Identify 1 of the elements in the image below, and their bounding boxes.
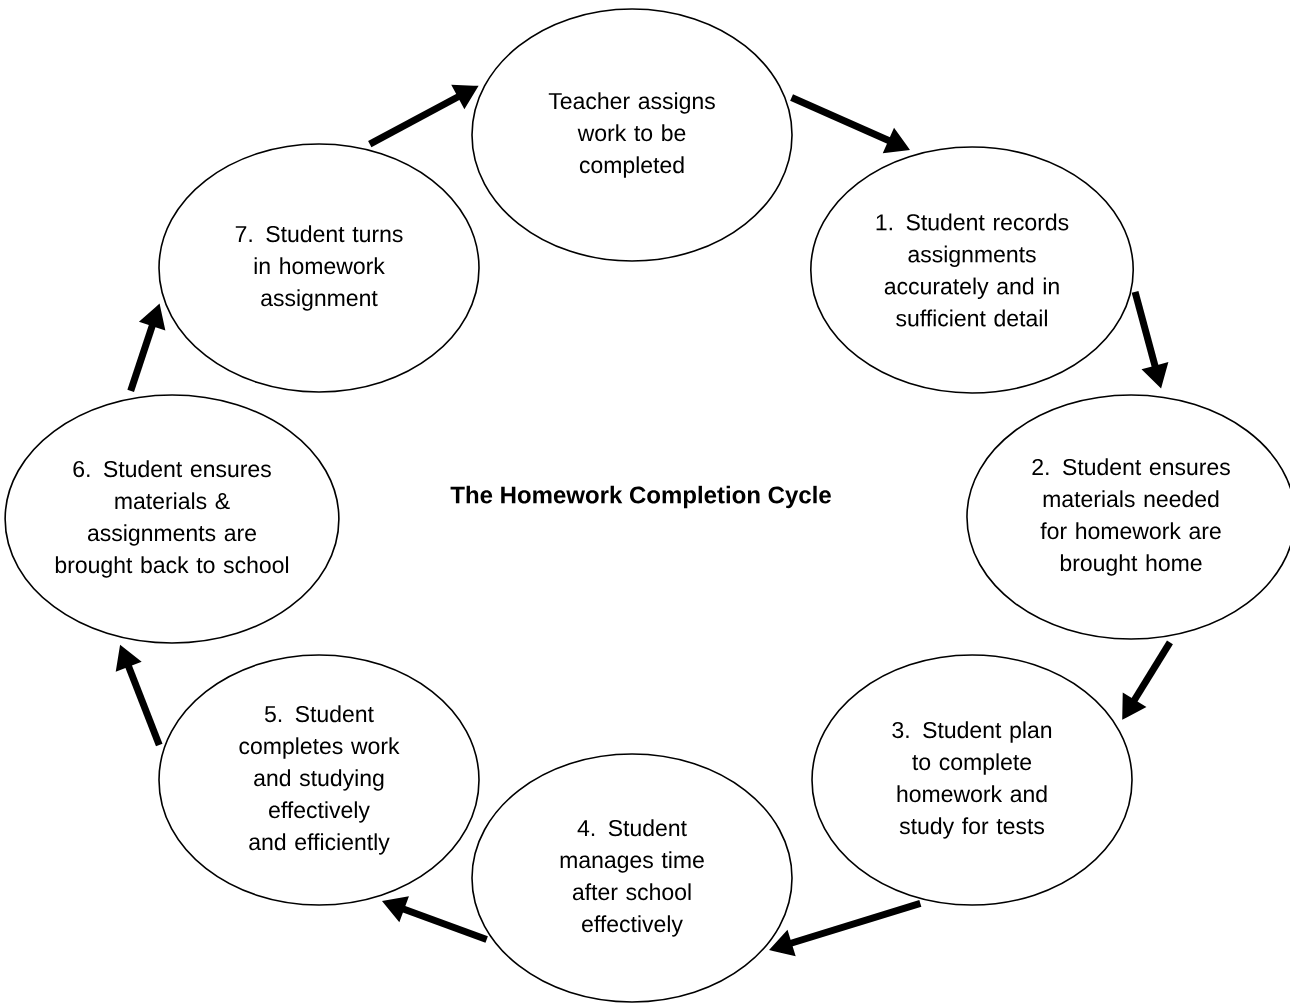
diagram-title: The Homework Completion Cycle — [450, 485, 831, 509]
